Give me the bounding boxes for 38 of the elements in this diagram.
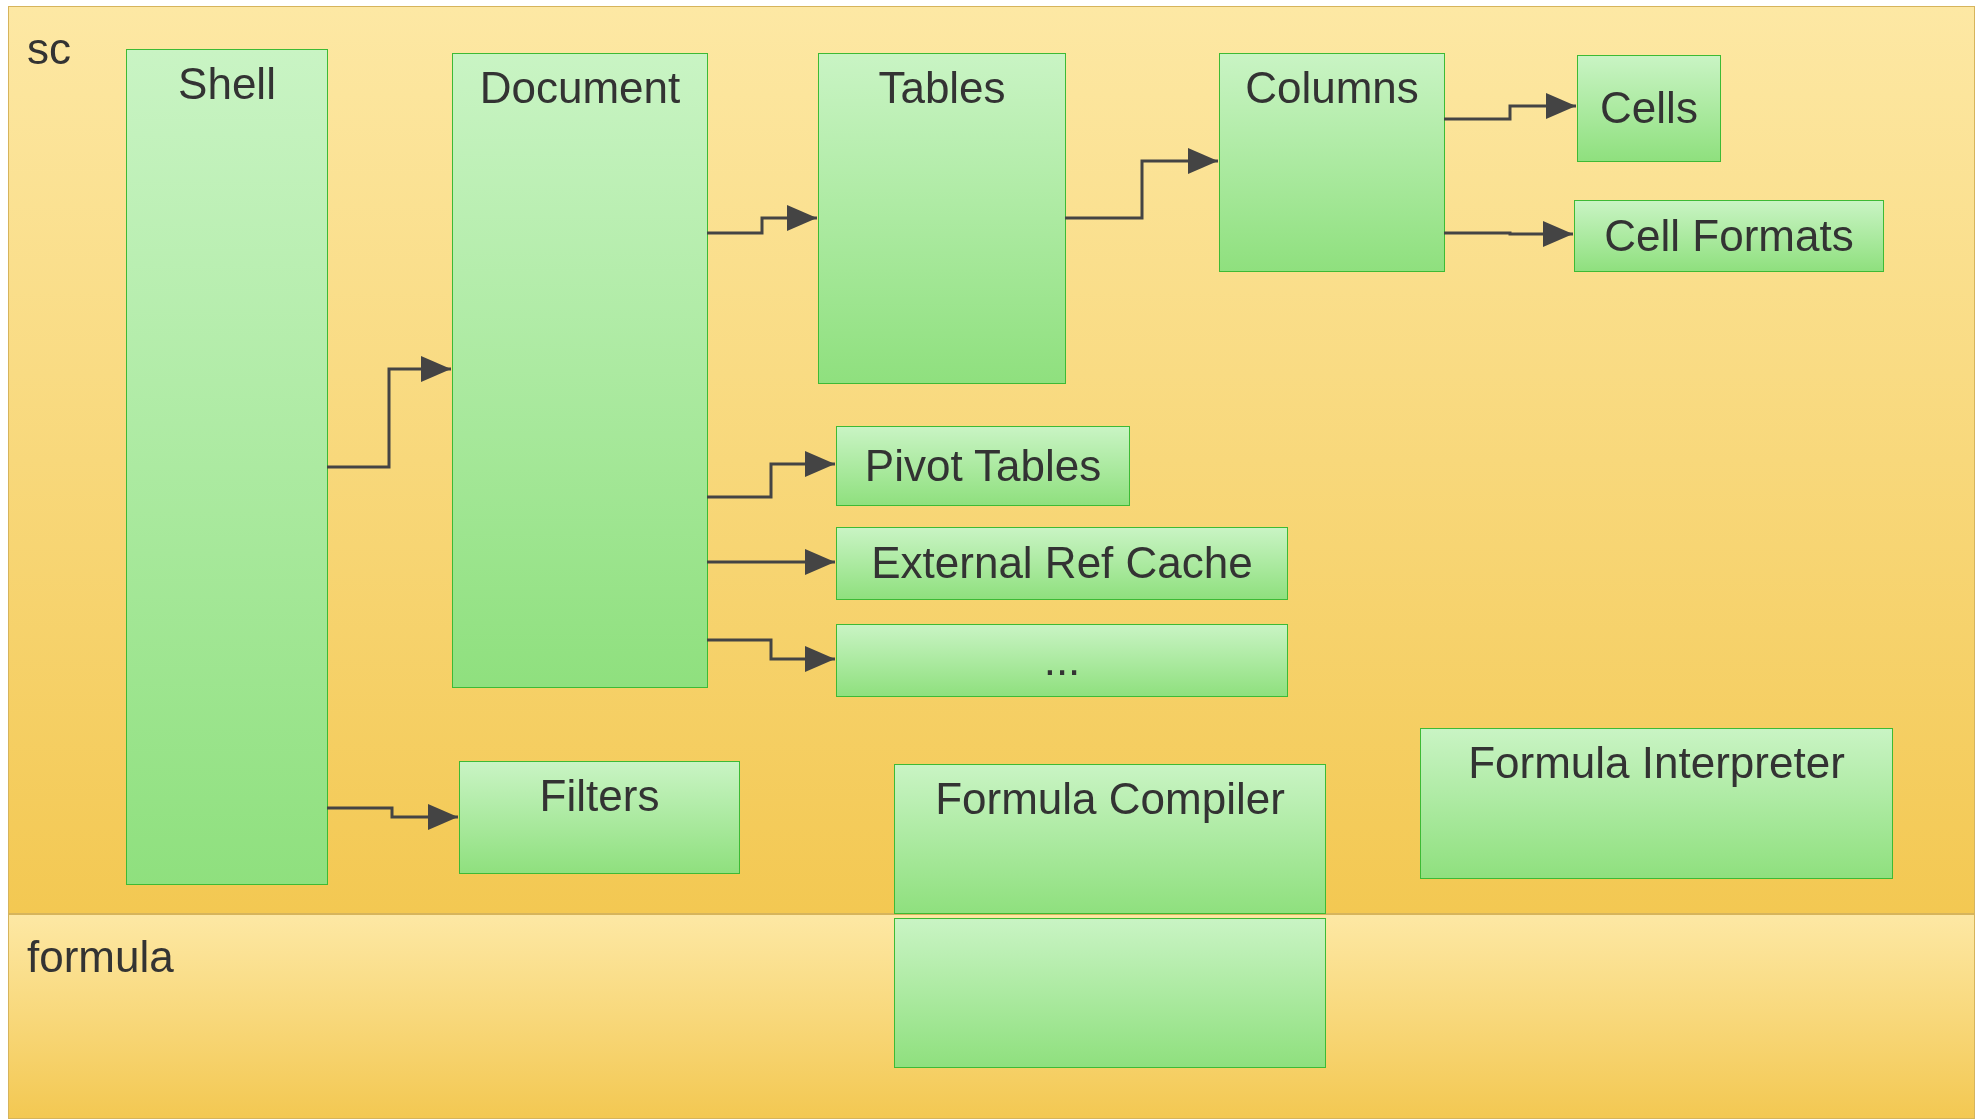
component-box [836,426,1130,506]
arrow [707,451,835,499]
component-label: Filters [539,772,660,821]
arrow [707,549,835,575]
component-label: Formula Interpreter [1468,739,1845,788]
arrow [327,356,451,469]
package-label: formula [27,933,174,982]
component-box [818,53,1066,384]
package-band [8,6,1975,914]
component-label: Columns [1245,64,1419,113]
component-label: Document [479,64,681,113]
component-box [836,624,1288,697]
arrow [1065,148,1218,220]
arrow [1444,221,1573,247]
component-label: Pivot Tables [864,441,1102,491]
component-label: ... [1043,636,1081,685]
component-box [894,764,1326,914]
arrow [327,804,458,830]
package-label: sc [27,25,71,74]
component-box [1219,53,1445,272]
component-label: Tables [878,64,1006,113]
component-box [1577,55,1721,162]
component-box [452,53,708,688]
component-label: External Ref Cache [871,539,1253,588]
component-box [836,527,1288,600]
component-box [894,918,1326,1068]
component-label: Cells [1600,84,1698,133]
component-box [459,761,740,874]
component-box [1420,728,1893,879]
component-label: Cell Formats [1604,211,1854,261]
component-box [126,49,328,885]
component-label: Formula Compiler [935,775,1285,824]
arrow [707,638,835,672]
component-label: Shell [178,60,276,109]
component-box [1574,200,1884,272]
package-band [8,914,1975,1119]
arrow [1444,93,1576,121]
arrow [707,205,817,235]
